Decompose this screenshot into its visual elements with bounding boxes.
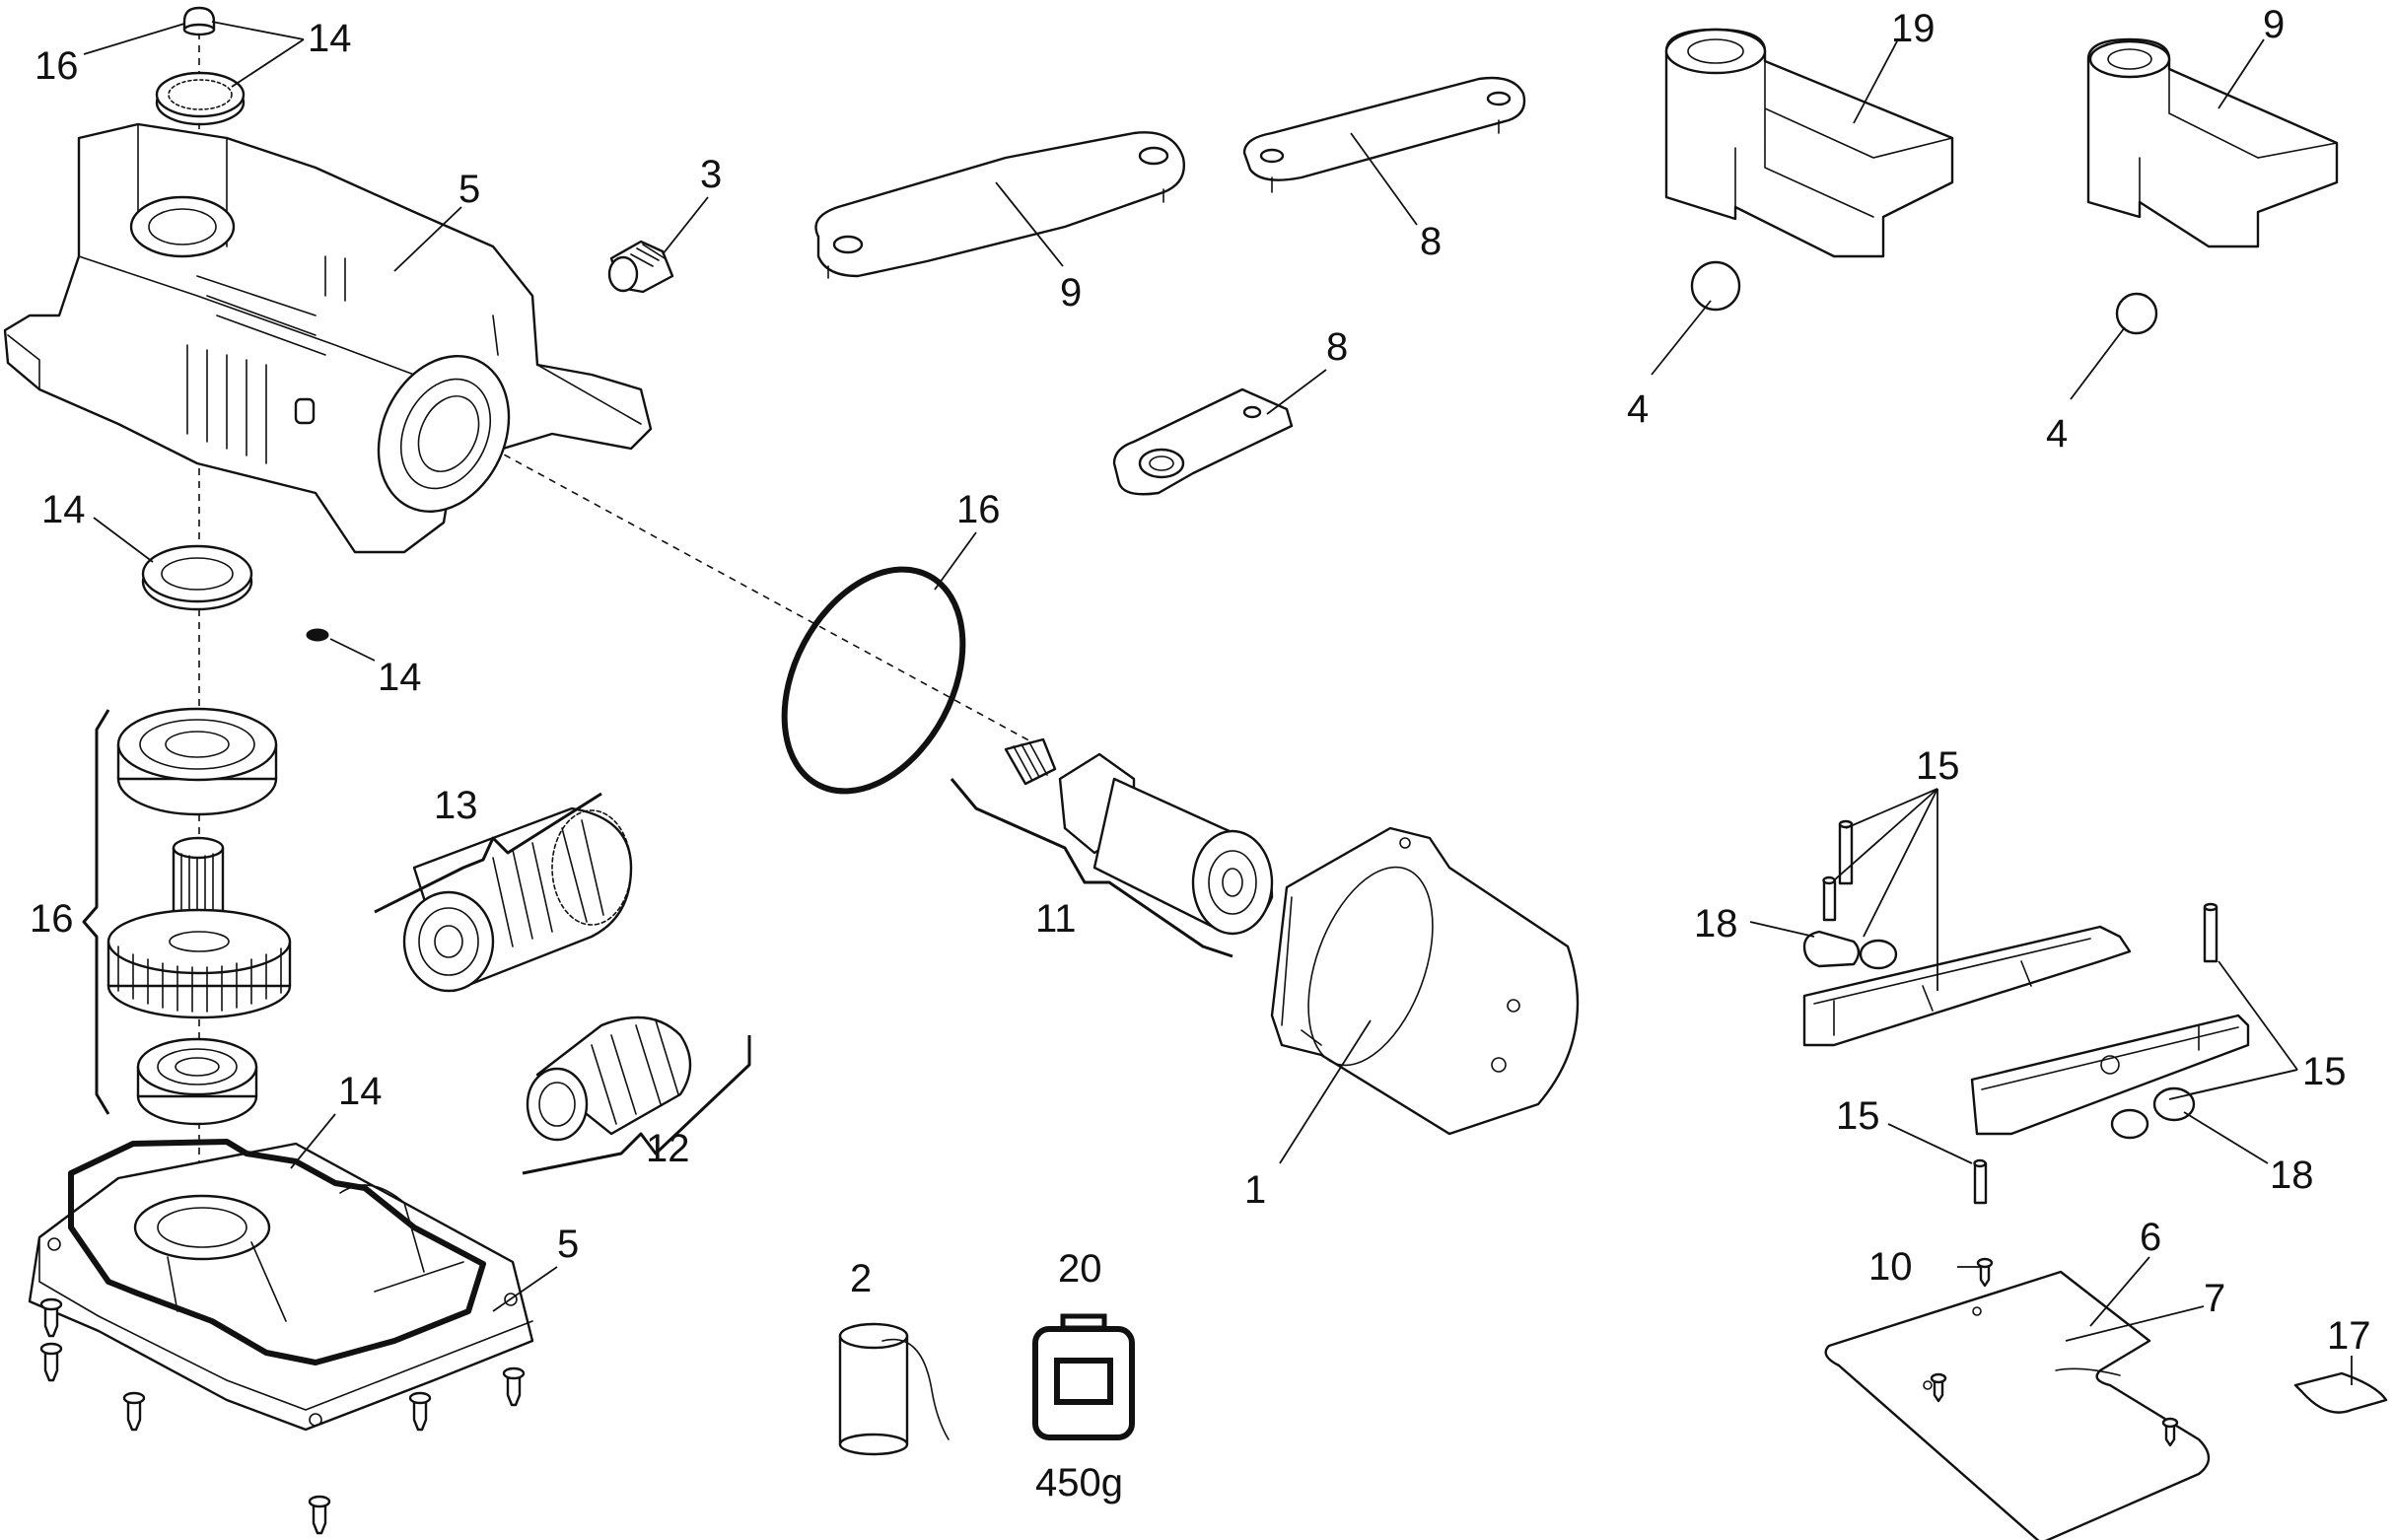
capacitor-part (838, 1322, 950, 1456)
screw-icon (39, 1342, 63, 1382)
group-13-brace (374, 792, 602, 914)
small-gear-part (526, 1015, 692, 1142)
callout-16-o-ring: 16 (956, 488, 1001, 531)
group-12-brace (522, 1035, 751, 1175)
lever-arm-9-part (814, 131, 1185, 279)
callout-4-ball-left: 4 (1627, 387, 1649, 431)
grease-jar-icon (1032, 1313, 1135, 1440)
gear-shaft-part (106, 836, 292, 1019)
callout-15-pin-bottom: 15 (1836, 1094, 1880, 1138)
callout-20-grease: 20 (1058, 1247, 1102, 1291)
bracket-9-part (2086, 37, 2339, 248)
callout-3-plug: 3 (700, 153, 722, 196)
callout-11-rotor: 11 (1035, 897, 1077, 941)
upper-housing-part (3, 122, 653, 554)
callout-9-lever: 9 (1060, 271, 1082, 315)
pin-15-part (2203, 902, 2218, 963)
callout-14-gasket: 14 (338, 1070, 383, 1113)
seal-ring-part (141, 544, 253, 611)
lever-arm-8-top-part (1242, 76, 1526, 193)
callout-6-cover: 6 (2140, 1216, 2161, 1259)
screw-icon (39, 1297, 63, 1338)
callout-8-lever-small: 8 (1326, 325, 1348, 369)
callout-5-upper-housing: 5 (458, 168, 480, 211)
callout-5-lower-housing: 5 (557, 1223, 579, 1266)
screw-icon (308, 1495, 331, 1535)
pin-15-part (1973, 1158, 1988, 1205)
housing-screws (39, 1297, 526, 1535)
splined-ring-part (155, 71, 246, 126)
pin-15-part (1822, 875, 1837, 922)
callout-9-bracket: 9 (2263, 3, 2285, 46)
callout-14-small-seal: 14 (378, 656, 422, 699)
grease-weight-label: 450g (1035, 1461, 1123, 1505)
limit-rail-upper-part (1802, 925, 2132, 1047)
callout-1-motor: 1 (1244, 1168, 1266, 1212)
callout-4-ball-right: 4 (2046, 412, 2068, 455)
small-seal-part (306, 628, 329, 642)
screw-icon (408, 1391, 432, 1432)
callout-12-gear-group: 12 (646, 1127, 690, 1170)
group-16-brace (82, 709, 110, 1115)
motor-rotor-part (1004, 737, 1274, 936)
ball-4-left-part (1690, 260, 1741, 312)
callout-16-shaft-group: 16 (30, 897, 74, 941)
screw-10-part (2161, 1417, 2179, 1447)
limit-rail-lower-part (1970, 1014, 2250, 1136)
cap-part (182, 6, 216, 36)
housing-gasket-part (68, 1139, 486, 1365)
leader-lines (83, 21, 2353, 1385)
callout-18-knob-left: 18 (1694, 902, 1738, 945)
callout-16-cap: 16 (35, 44, 79, 88)
group-11-brace (950, 778, 1233, 958)
knob-18-left-part (1802, 930, 1898, 970)
callout-14-seal: 14 (41, 488, 86, 531)
pin-15-part (1838, 819, 1854, 885)
motor-part (1270, 826, 1580, 1136)
upper-bearing-part (116, 707, 278, 816)
screw-10-part (1930, 1372, 1947, 1403)
callout-7-cover-label: 7 (2204, 1277, 2225, 1320)
screw-10-part (1976, 1257, 1994, 1288)
sticker-17-part (2293, 1371, 2388, 1414)
threaded-plug-part (607, 240, 674, 294)
callout-10-screw: 10 (1868, 1245, 1913, 1289)
bracket-19-part (1664, 28, 1954, 258)
callout-15-pins-right: 15 (2302, 1050, 2347, 1093)
lower-housing-part (28, 1142, 534, 1432)
lower-bearing-part (136, 1037, 258, 1126)
callout-14-ring: 14 (308, 17, 352, 60)
callout-2-capacitor: 2 (850, 1257, 872, 1300)
callout-17-sticker: 17 (2327, 1314, 2371, 1358)
cover-plate-part (1824, 1270, 2211, 1540)
callout-13-gear-group: 13 (434, 784, 478, 827)
screw-icon (502, 1366, 526, 1407)
screw-icon (122, 1391, 146, 1432)
o-ring-part (781, 566, 966, 795)
lever-arm-8-small-part (1112, 387, 1294, 496)
ball-4-right-part (2115, 292, 2158, 335)
callout-15-pins-top: 15 (1916, 744, 1960, 788)
callout-19-bracket: 19 (1891, 7, 1936, 50)
callout-8-lever-top: 8 (1420, 220, 1442, 263)
motor-axis-line (492, 448, 1046, 750)
callout-18-knob-right: 18 (2270, 1154, 2314, 1197)
double-gear-part (402, 806, 633, 993)
